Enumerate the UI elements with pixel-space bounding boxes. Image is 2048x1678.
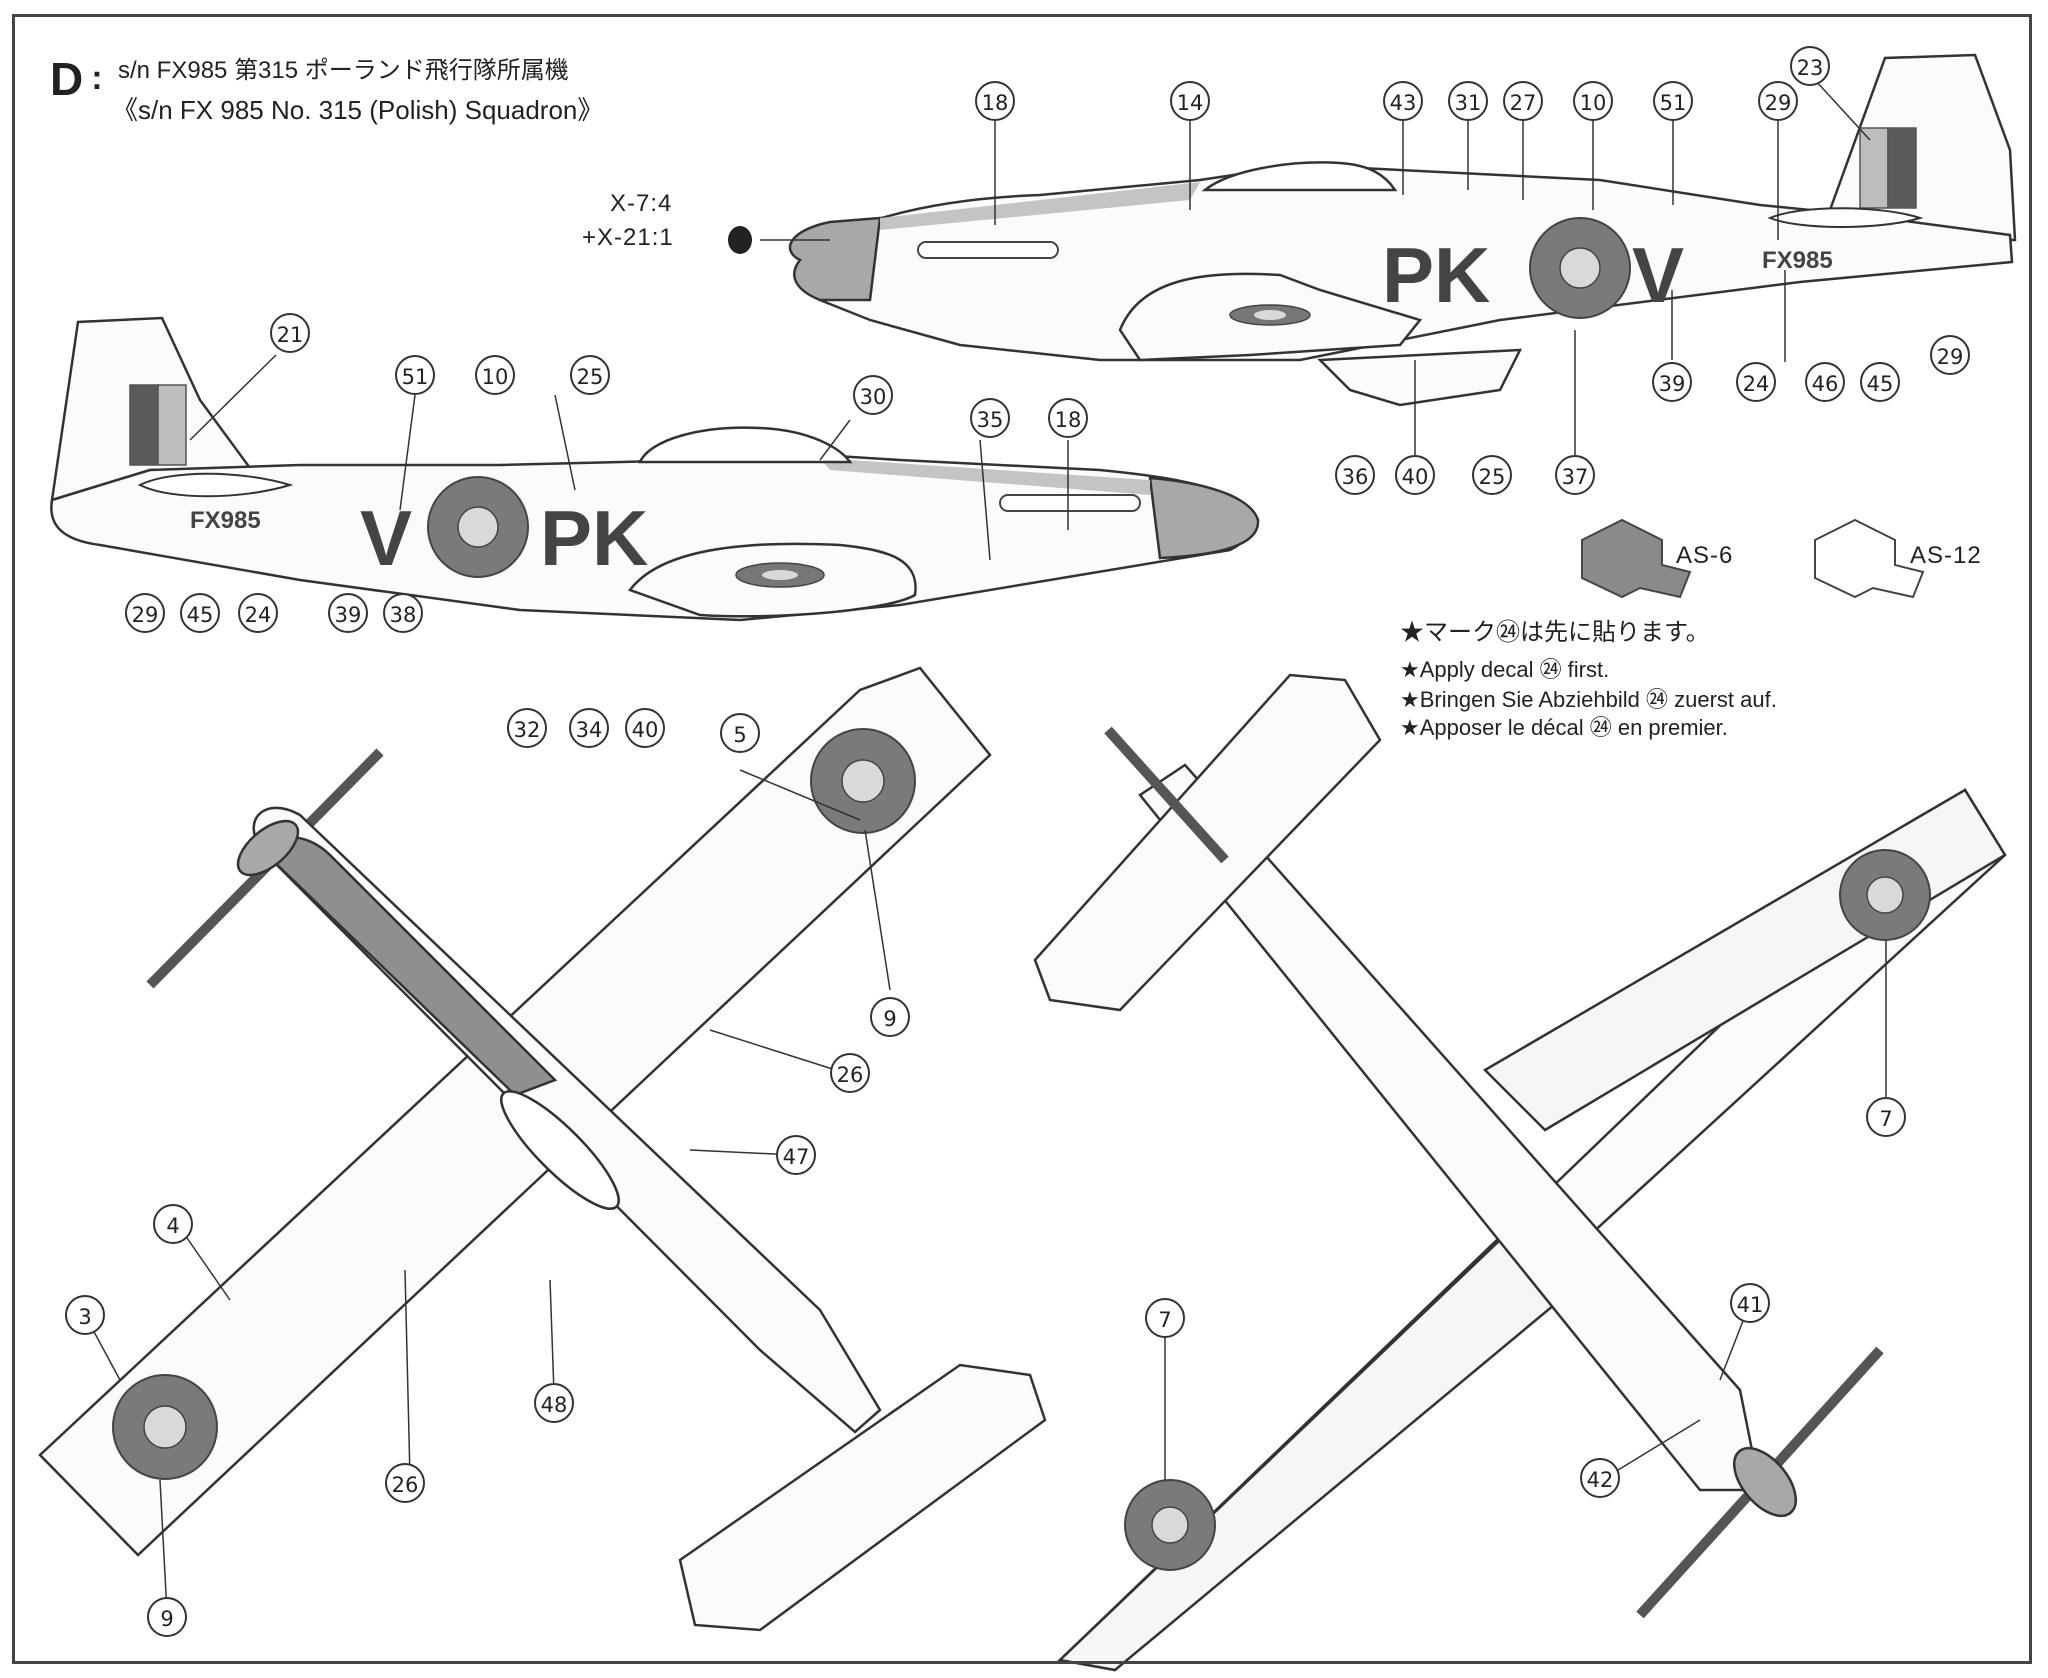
upper-tailplane — [678, 1363, 1047, 1632]
spinner-left — [1148, 476, 1260, 560]
callout-decal: 42 — [1580, 1458, 1620, 1498]
callout-decal: 37 — [1555, 455, 1595, 495]
paint-mix-bullet — [728, 226, 752, 254]
callout-decal: 30 — [853, 375, 893, 415]
aircraft-letter-right: V — [1632, 231, 1684, 319]
callout-decal: 47 — [776, 1135, 816, 1175]
callout-decal: 43 — [1383, 81, 1423, 121]
serial-left: FX985 — [190, 507, 261, 534]
callout-decal: 3 — [65, 1295, 105, 1335]
side-profile-left — [50, 316, 1260, 622]
lower-plan-view — [1033, 673, 2007, 1672]
scheme-title-en: 《s/n FX 985 No. 315 (Polish) Squadron》 — [112, 95, 604, 125]
callout-decal: 23 — [1790, 46, 1830, 86]
callout-decal: 24 — [1736, 362, 1776, 402]
callout-decal: 25 — [570, 355, 610, 395]
side-profile-right — [788, 53, 2017, 407]
diagram-frame — [12, 14, 2032, 1664]
scheme-letter: D: — [50, 53, 105, 105]
scheme-title-jp: s/n FX985 第315 ポーランド飛行隊所属機 — [118, 57, 569, 84]
callout-decal: 41 — [1730, 1283, 1770, 1323]
callout-decal: 26 — [830, 1053, 870, 1093]
belly-scoop-right — [1317, 348, 1523, 407]
code-letters-right: PK — [1382, 231, 1490, 319]
callout-decal: 46 — [1805, 362, 1845, 402]
callout-decal: 24 — [238, 593, 278, 633]
callout-decal: 10 — [1573, 81, 1613, 121]
callout-decal: 10 — [475, 355, 515, 395]
callout-decal: 26 — [385, 1463, 425, 1503]
spinner-right — [788, 216, 882, 302]
aircraft-letter-left: V — [360, 494, 412, 582]
note-de: ★Bringen Sie Abziehbild ㉔ zuerst auf. — [1400, 687, 1777, 712]
canopy-left — [638, 426, 853, 464]
callout-decal: 39 — [328, 593, 368, 633]
callout-decal: 36 — [1335, 455, 1375, 495]
callout-decal: 27 — [1503, 81, 1543, 121]
callout-decal: 7 — [1866, 1097, 1906, 1137]
note-en: ★Apply decal ㉔ first. — [1400, 657, 1610, 682]
callout-decal: 32 — [507, 708, 547, 748]
callout-decal: 18 — [975, 81, 1015, 121]
code-letters-left: PK — [540, 494, 648, 582]
paint-code-as6: AS-6 — [1676, 542, 1734, 569]
callout-decal: 9 — [147, 1597, 187, 1637]
callout-decal: 18 — [1048, 398, 1088, 438]
paint-code-as12: AS-12 — [1910, 542, 1982, 569]
fin-flash-white-left — [157, 384, 187, 466]
callout-decal: 29 — [125, 593, 165, 633]
callout-decal: 7 — [1145, 1298, 1185, 1338]
callout-decal: 45 — [180, 593, 220, 633]
serial-right: FX985 — [1762, 247, 1833, 274]
callout-decal: 5 — [720, 713, 760, 753]
mix-ratio-line2: +X-21:1 — [582, 224, 674, 251]
callout-decal: 39 — [1652, 362, 1692, 402]
upper-plan-view — [38, 666, 1047, 1632]
paint-swatch-as12 — [1814, 518, 1925, 599]
callout-decal: 40 — [1395, 455, 1435, 495]
callout-decal: 21 — [270, 313, 310, 353]
callout-decal: 51 — [1653, 81, 1693, 121]
callout-decal: 29 — [1930, 335, 1970, 375]
canopy-right — [1201, 161, 1398, 192]
callout-decal: 29 — [1758, 81, 1798, 121]
callout-decal: 31 — [1448, 81, 1488, 121]
callout-decal: 9 — [870, 997, 910, 1037]
note-fr: ★Apposer le décal ㉔ en premier. — [1400, 715, 1728, 740]
callout-decal: 4 — [153, 1204, 193, 1244]
callout-decal: 34 — [569, 708, 609, 748]
note-jp: ★マーク㉔は先に貼ります。 — [1400, 619, 1710, 646]
fin-flash-red-left — [129, 384, 159, 466]
callout-decal: 40 — [625, 708, 665, 748]
fin-flash-red — [1887, 127, 1917, 209]
callout-decal: 35 — [970, 398, 1010, 438]
callout-decal: 48 — [534, 1383, 574, 1423]
callout-decal: 25 — [1472, 455, 1512, 495]
paint-swatch-as6 — [1581, 518, 1692, 599]
callout-decal: 14 — [1170, 81, 1210, 121]
mix-ratio-line1: X-7:4 — [610, 190, 673, 217]
callout-decal: 45 — [1860, 362, 1900, 402]
callout-decal: 38 — [383, 593, 423, 633]
callout-decal: 51 — [395, 355, 435, 395]
lower-fuselage — [1138, 763, 1762, 1492]
